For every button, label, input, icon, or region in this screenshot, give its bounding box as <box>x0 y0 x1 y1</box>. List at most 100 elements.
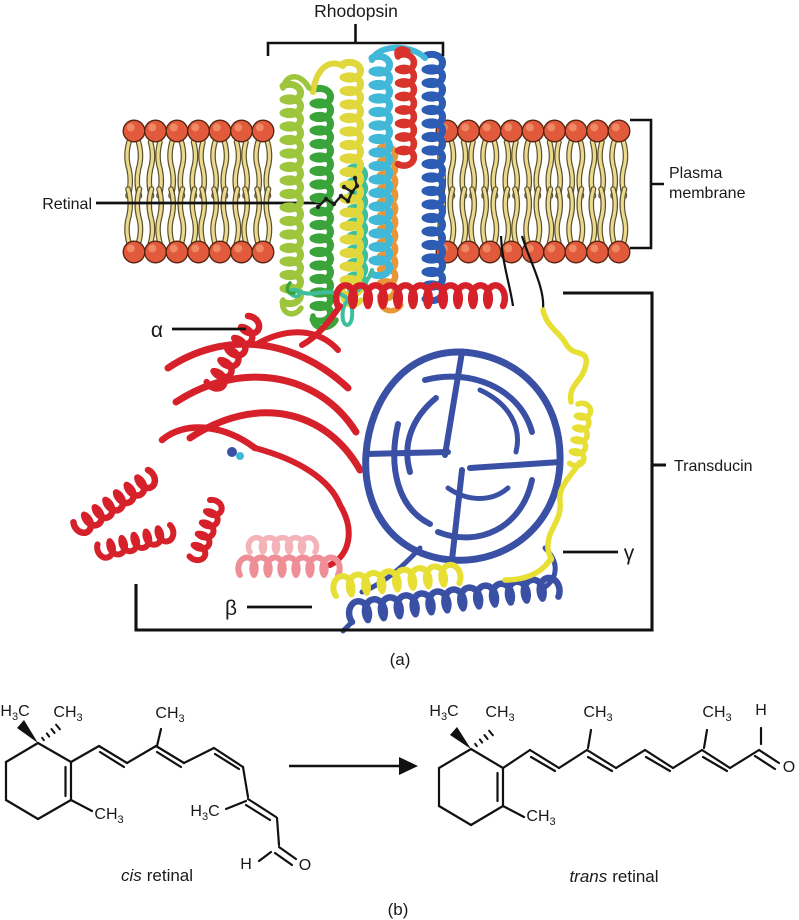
lipid-head-highlight <box>461 244 470 253</box>
transducin-bracket <box>134 291 666 632</box>
beta-helix <box>345 574 563 626</box>
lipid-tail-fill <box>503 187 511 245</box>
lipid-tail-fill <box>469 187 476 245</box>
lipid-head <box>478 119 502 143</box>
bond <box>212 746 245 769</box>
plasma-membrane-label-line2: membrane <box>669 185 746 202</box>
transducin-label: Transducin <box>674 458 753 475</box>
bond <box>702 728 709 750</box>
lipid-head-highlight <box>482 123 491 132</box>
lipid-tail-fill <box>242 187 249 245</box>
gamma-helix <box>566 400 594 469</box>
beta-subunit <box>340 348 564 634</box>
bond <box>437 747 473 770</box>
bond <box>469 747 505 770</box>
lipid-tail-fill <box>254 187 261 245</box>
lipid-head-highlight <box>148 244 157 253</box>
bond <box>701 755 729 773</box>
lipid-head-highlight <box>461 123 470 132</box>
lipid-head-highlight <box>504 123 513 132</box>
lipid-head <box>586 119 609 143</box>
beta-strand <box>435 477 535 541</box>
anchor-line-1 <box>499 235 515 307</box>
atom-label: CH3 <box>583 704 612 724</box>
helix-loop <box>279 297 304 317</box>
lipid-head <box>564 119 588 143</box>
lipid-head-highlight <box>547 244 556 253</box>
bond <box>97 744 129 765</box>
alpha-helix-back <box>235 554 343 578</box>
alpha-ribbon <box>299 303 343 348</box>
rhodopsin-label: Rhodopsin <box>314 1 398 21</box>
hash-bond <box>478 738 484 744</box>
lipid-tail-fill <box>620 187 628 245</box>
hash-bond <box>483 734 489 740</box>
lipid-tail-fill <box>491 187 499 245</box>
lipid-head-highlight <box>191 123 200 132</box>
helix-loop <box>394 46 411 60</box>
lipid-tail-fill <box>168 187 175 245</box>
lipid-head <box>165 240 189 264</box>
lipid-head-highlight <box>590 123 599 132</box>
helix-loop <box>369 44 428 63</box>
lipid-head <box>144 119 167 143</box>
atom-label: CH3 <box>526 808 555 828</box>
lipid-head-highlight <box>212 123 221 132</box>
bond <box>4 798 40 821</box>
alpha-arm <box>203 312 263 392</box>
alpha-subunit <box>70 282 509 578</box>
bond <box>155 750 183 769</box>
hash-bond <box>474 742 478 748</box>
lipid-head-highlight <box>568 244 577 253</box>
lipid-head-highlight <box>547 123 556 132</box>
lipid-anchor-lines <box>499 235 545 310</box>
retinal-atom <box>349 189 355 195</box>
bond <box>4 741 40 764</box>
alpha-helix <box>332 282 509 310</box>
arrow-head-icon <box>399 757 418 775</box>
panel-a-caption: (a) <box>390 650 411 669</box>
beta-strand <box>442 349 465 458</box>
beta-bottom <box>345 574 563 626</box>
lipid-tail-fill <box>156 187 163 245</box>
lipid-tail-fill <box>178 187 186 245</box>
lipid-head <box>478 240 502 264</box>
lipid-head <box>586 240 609 264</box>
bond <box>224 799 248 811</box>
retinal-atom <box>338 193 344 199</box>
lipid-tail-fill <box>147 187 155 245</box>
gamma-subunit <box>330 307 594 599</box>
green-curl <box>285 281 296 296</box>
alpha-helix <box>203 312 263 392</box>
beta-strand <box>477 387 520 455</box>
lipid-head <box>251 119 275 143</box>
lipid-head <box>165 119 189 143</box>
lipid-head-highlight <box>568 123 577 132</box>
gamma-strand <box>545 459 583 563</box>
lipid-head <box>230 119 253 143</box>
lipid-head <box>543 119 566 143</box>
bond <box>244 803 272 822</box>
rhodopsin-helix <box>347 163 369 295</box>
retinal-atom <box>315 204 321 210</box>
rhodopsin-bracket <box>266 24 445 56</box>
hash-bond <box>50 728 56 734</box>
gamma-strand <box>502 555 554 583</box>
hash-bond <box>55 723 61 731</box>
bond <box>241 765 250 799</box>
lipid-tail-fill <box>481 187 488 245</box>
atom-label: H3C <box>0 703 29 723</box>
beta-ribbon <box>362 450 456 564</box>
retinal-atom <box>354 183 360 189</box>
bond <box>213 752 241 771</box>
lipid-head <box>521 119 545 143</box>
lipid-tail-fill <box>567 187 574 245</box>
bond <box>728 748 761 770</box>
lipid-head <box>122 240 146 264</box>
